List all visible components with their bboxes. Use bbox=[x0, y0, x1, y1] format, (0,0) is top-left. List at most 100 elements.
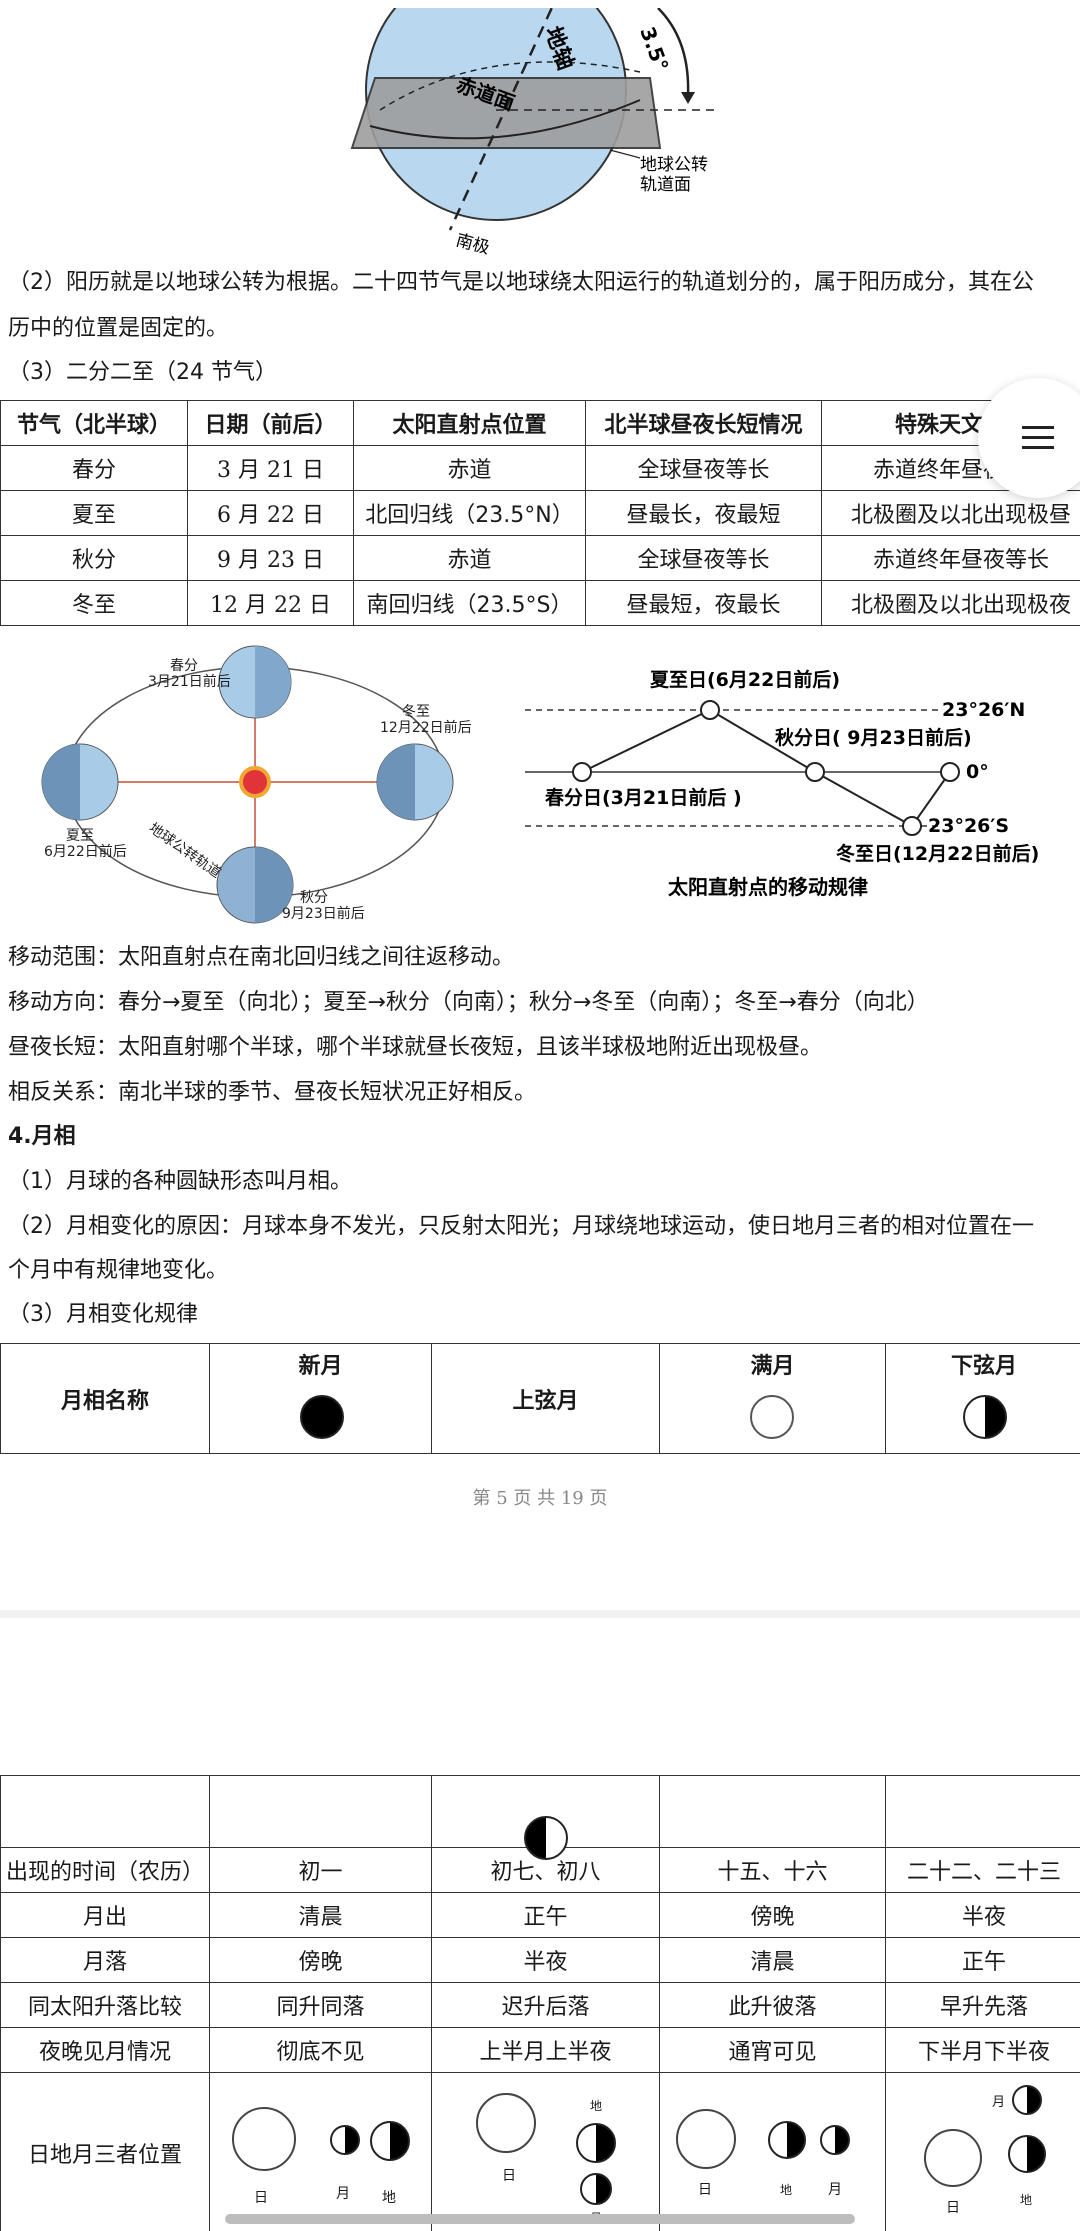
table-cell: 秋分 bbox=[0, 535, 188, 581]
table-cell: 昼最短，夜最长 bbox=[585, 580, 822, 626]
table-cell: 赤道终年昼夜等长 bbox=[821, 535, 1080, 581]
table-cell: 月落 bbox=[0, 1937, 210, 1983]
phase-cell-last-quarter: 下弦月 bbox=[885, 1343, 1080, 1454]
winter-label: 冬至 bbox=[402, 704, 430, 720]
moon-paragraph-2-line1: （2）月相变化的原因：月球本身不发光，只反射太阳光；月球绕地球运动，使日地月三者… bbox=[8, 1214, 1035, 1239]
page-separator bbox=[0, 1610, 1080, 1618]
orbit-plane bbox=[350, 77, 662, 149]
phase-name: 上弦月 bbox=[431, 1343, 660, 1454]
table-cell: 赤道 bbox=[353, 445, 586, 491]
table-row: 冬至 12 月 22 日 南回归线（23.5°S） 昼最短，夜最长 北极圈及以北… bbox=[0, 580, 1080, 626]
moon-paragraph-2-line2: 个月中有规律地变化。 bbox=[8, 1258, 229, 1283]
header-cell: 北半球昼夜长短情况 bbox=[585, 400, 822, 446]
earth-label: 地 bbox=[1020, 2193, 1033, 2207]
moon-label: 月 bbox=[336, 2186, 350, 2202]
note-opposite: 相反关系：南北半球的季节、昼夜长短状况正好相反。 bbox=[8, 1080, 537, 1105]
moon-label: 月 bbox=[992, 2095, 1006, 2110]
sun-circle bbox=[676, 2109, 736, 2169]
table-cell: 冬至 bbox=[0, 580, 188, 626]
table-row: 月出 清晨 正午 傍晚 半夜 bbox=[0, 1892, 1080, 1938]
sun-circle bbox=[476, 2093, 536, 2153]
sun-label: 日 bbox=[698, 2182, 712, 2198]
menu-button[interactable] bbox=[978, 378, 1080, 498]
phase-cell-first-quarter bbox=[431, 1775, 660, 1860]
table-row bbox=[0, 1775, 1080, 1860]
table-cell: 正午 bbox=[431, 1892, 660, 1938]
orbit-label: 地球公转轨道 bbox=[146, 820, 224, 881]
table-cell: 傍晚 bbox=[209, 1937, 432, 1983]
menu-icon-bar bbox=[1022, 436, 1054, 439]
sun-circle bbox=[232, 2107, 296, 2171]
menu-icon-bar bbox=[1022, 446, 1054, 449]
moon-paragraph-3: （3）月相变化规律 bbox=[8, 1302, 198, 1327]
table-cell: 昼最长，夜最短 bbox=[585, 490, 822, 536]
table-cell: 北极圈及以北出现极夜 bbox=[821, 580, 1080, 626]
header-cell: 太阳直射点位置 bbox=[353, 400, 586, 446]
table-cell bbox=[209, 1775, 432, 1848]
table-row: 月落 傍晚 半夜 清晨 正午 bbox=[0, 1937, 1080, 1983]
autumn-equinox-label: 秋分日( 9月23日前后) bbox=[775, 726, 972, 749]
table-cell: 春分 bbox=[0, 445, 188, 491]
table-cell: 夏至 bbox=[0, 490, 188, 536]
table-cell bbox=[659, 1775, 886, 1848]
table-cell: 同升同落 bbox=[209, 1982, 432, 2028]
table-row: 夏至 6 月 22 日 北回归线（23.5°N） 昼最长，夜最短 北极圈及以北出… bbox=[0, 490, 1080, 536]
table-cell bbox=[0, 1775, 210, 1848]
orbit-label-1: 地球公转 bbox=[640, 155, 708, 175]
phase-name: 新月 bbox=[298, 1354, 343, 1379]
paragraph-solstice-heading: （3）二分二至（24 节气） bbox=[8, 360, 277, 385]
table-cell: 出现的时间（农历） bbox=[0, 1847, 210, 1893]
south-tropic-label: 23°26′S bbox=[928, 815, 1009, 837]
moon-phase-table-bottom: 出现的时间（农历） 初一 初七、初八 十五、十六 二十二、二十三 月出 清晨 正… bbox=[0, 1775, 1080, 2231]
note-direction: 移动方向：春分→夏至（向北）；夏至→秋分（向南）；秋分→冬至（向南）；冬至→春分… bbox=[8, 990, 929, 1015]
position-cell-new: 日 月 地 bbox=[209, 2072, 432, 2231]
angle-label: 3.5° bbox=[635, 24, 673, 75]
table-cell: 半夜 bbox=[431, 1937, 660, 1983]
moon-label: 月 bbox=[828, 2182, 842, 2198]
solar-terms-table: 节气（北半球） 日期（前后） 太阳直射点位置 北半球昼夜长短情况 特殊天文现象 … bbox=[0, 400, 1080, 626]
earth-label: 地 bbox=[590, 2099, 603, 2113]
full-moon-icon bbox=[750, 1395, 794, 1439]
earth-orbit-diagram: 春分 3月21日前后 冬至 12月22日前后 夏至 6月22日前后 秋分 9月2… bbox=[41, 645, 472, 924]
phase-name: 满月 bbox=[750, 1354, 795, 1379]
moon-heading: 4.月相 bbox=[8, 1124, 76, 1149]
earth-tilt-diagram: 地轴 赤道面 3.5° 地球公转 轨道面 南极 bbox=[350, 8, 720, 255]
table-row: 同太阳升落比较 同升同落 迟升后落 此升彼落 早升先落 bbox=[0, 1982, 1080, 2028]
table-row: 秋分 9 月 23 日 赤道 全球昼夜等长 赤道终年昼夜等长 bbox=[0, 535, 1080, 581]
table-cell: 日地月三者位置 bbox=[0, 2072, 210, 2231]
table-row: 春分 3 月 21 日 赤道 全球昼夜等长 赤道终年昼夜等长 bbox=[0, 445, 1080, 491]
winter-date-label: 12月22日前后 bbox=[380, 719, 472, 736]
moon-phase-table-top: 月相名称 新月 上弦月 满月 下弦月 bbox=[0, 1343, 1080, 1454]
paragraph-solar-calendar-1: （2）阳历就是以地球公转为根据。二十四节气是以地球绕太阳运行的轨道划分的，属于阳… bbox=[8, 270, 1035, 295]
moon-icon bbox=[1012, 2085, 1042, 2115]
summer-label: 夏至 bbox=[66, 828, 94, 844]
spring-label: 春分 bbox=[170, 658, 198, 674]
table-cell: 此升彼落 bbox=[659, 1982, 886, 2028]
position-cell-last-quarter: 月 日 地 bbox=[885, 2072, 1080, 2231]
note-daylength: 昼夜长短：太阳直射哪个半球，哪个半球就昼长夜短，且该半球极地附近出现极昼。 bbox=[8, 1035, 823, 1060]
table-cell: 12 月 22 日 bbox=[187, 580, 354, 626]
phase-name: 下弦月 bbox=[950, 1354, 1017, 1379]
table-row: 月相名称 新月 上弦月 满月 下弦月 bbox=[0, 1343, 1080, 1454]
equator-degree-label: 0° bbox=[966, 761, 989, 783]
table-cell: 赤道 bbox=[353, 535, 586, 581]
moon-icon bbox=[580, 2173, 612, 2205]
earth-icon bbox=[1008, 2135, 1046, 2173]
table-cell: 同太阳升落比较 bbox=[0, 1982, 210, 2028]
table-cell: 全球昼夜等长 bbox=[585, 535, 822, 581]
table-cell: 早升先落 bbox=[885, 1982, 1080, 2028]
table-cell: 夜晚见月情况 bbox=[0, 2027, 210, 2073]
table-cell: 6 月 22 日 bbox=[187, 490, 354, 536]
table-cell: 十五、十六 bbox=[659, 1847, 886, 1893]
table-cell: 上半月上半夜 bbox=[431, 2027, 660, 2073]
moon-name-label: 月相名称 bbox=[0, 1343, 210, 1454]
header-cell: 日期（前后） bbox=[187, 400, 354, 446]
table-cell: 北极圈及以北出现极昼 bbox=[821, 490, 1080, 536]
autumn-date-label: 9月23日前后 bbox=[282, 905, 365, 922]
table-cell: 南回归线（23.5°S） bbox=[353, 580, 586, 626]
table-cell: 清晨 bbox=[659, 1937, 886, 1983]
scroll-indicator[interactable] bbox=[225, 2214, 855, 2224]
summer-date-label: 6月22日前后 bbox=[44, 843, 127, 860]
winter-solstice-label: 冬至日(12月22日前后) bbox=[836, 842, 1039, 865]
spring-date-label: 3月21日前后 bbox=[148, 673, 231, 690]
